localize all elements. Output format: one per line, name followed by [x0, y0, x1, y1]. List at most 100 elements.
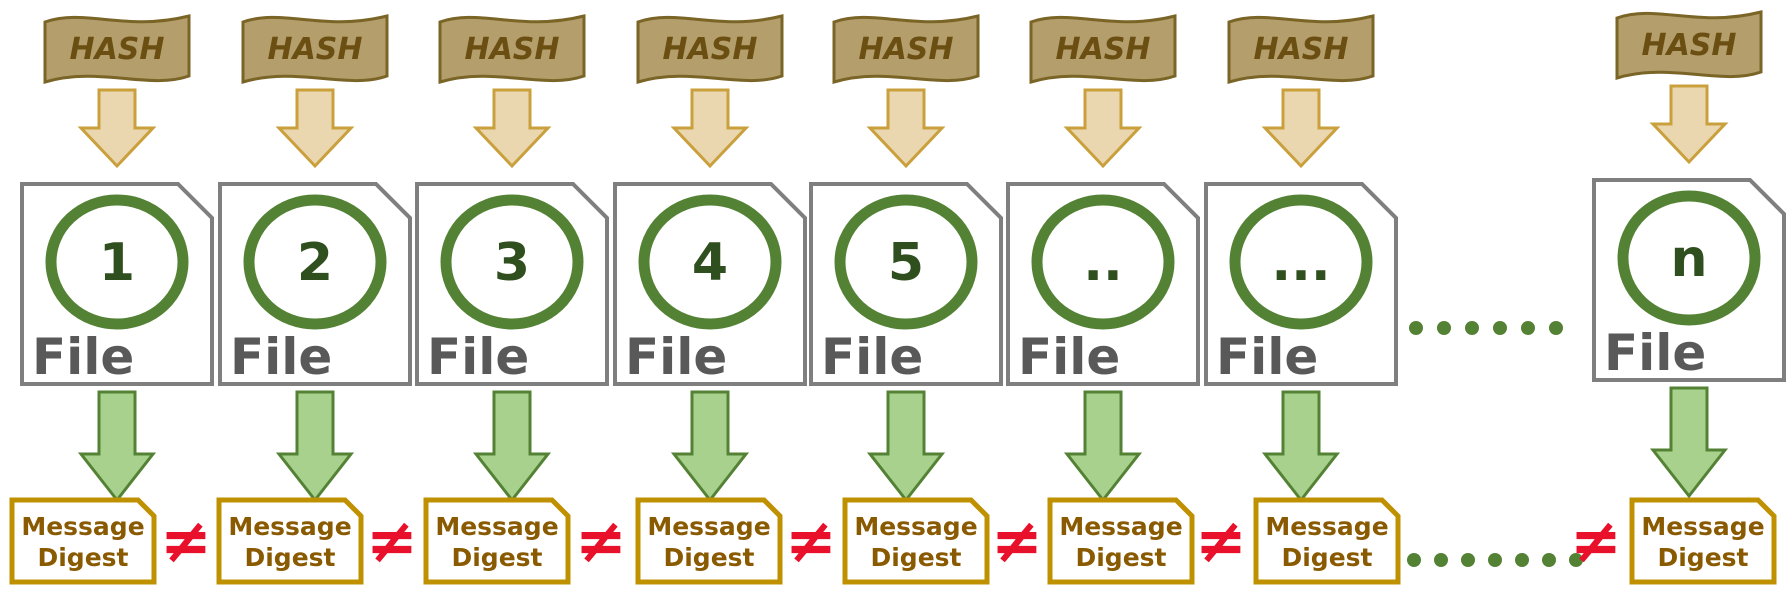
ellipsis-dot — [1493, 321, 1507, 335]
file-number: 4 — [692, 233, 728, 293]
digest-line2: Digest — [1281, 543, 1372, 572]
file-label: File — [1018, 328, 1120, 386]
number-circle — [440, 194, 584, 330]
file-icon — [613, 182, 807, 386]
digest-arrow — [275, 390, 355, 503]
message-digest-box — [9, 497, 157, 585]
hash-arrow — [275, 88, 355, 169]
number-circle — [638, 194, 782, 330]
number-circle — [1229, 194, 1373, 330]
message-digest-box — [423, 497, 571, 585]
hash-arrow — [866, 88, 946, 169]
ellipsis-dot — [1569, 553, 1583, 567]
digest-line1: Message — [21, 512, 144, 541]
hash-label: HASH — [69, 32, 164, 67]
hash-arrow — [1261, 88, 1341, 169]
ellipsis-dot — [1461, 553, 1475, 567]
file-number: .. — [1083, 233, 1123, 293]
digest-line1: Message — [854, 512, 977, 541]
message-digest-box — [216, 497, 364, 585]
number-circle — [243, 194, 387, 330]
hash-banner — [1227, 14, 1375, 85]
hash-arrow — [670, 88, 750, 169]
ellipsis-dot — [1515, 553, 1529, 567]
digest-line2: Digest — [663, 543, 754, 572]
ellipsis-dot — [1437, 321, 1451, 335]
digest-line1: Message — [1641, 512, 1764, 541]
digest-line1: Message — [1265, 512, 1388, 541]
message-digest-box — [635, 497, 783, 585]
number-circle — [834, 194, 978, 330]
not-equal-sign: ≠ — [1570, 504, 1622, 577]
number-circle — [1617, 190, 1761, 326]
file-number: 1 — [99, 233, 135, 293]
not-equal-sign: ≠ — [575, 504, 627, 577]
file-label: File — [1604, 324, 1706, 382]
ellipsis-dot — [1488, 553, 1502, 567]
file-icon — [415, 182, 609, 386]
ellipsis-dot — [1465, 321, 1479, 335]
number-circle — [1031, 194, 1175, 330]
ellipsis-dot — [1407, 553, 1421, 567]
message-digest-box — [1629, 497, 1777, 585]
file-icon — [218, 182, 412, 386]
file-label: File — [1216, 328, 1318, 386]
digest-arrow — [866, 390, 946, 503]
digest-line2: Digest — [1075, 543, 1166, 572]
digest-arrow — [472, 390, 552, 503]
file-label: File — [32, 328, 134, 386]
not-equal-sign: ≠ — [160, 504, 212, 577]
hash-label: HASH — [1641, 28, 1736, 63]
ellipsis-dot — [1549, 321, 1563, 335]
hash-banner — [636, 14, 784, 85]
hash-label: HASH — [1253, 32, 1348, 67]
hash-arrow — [1063, 88, 1143, 169]
digest-line2: Digest — [451, 543, 542, 572]
file-number: 3 — [494, 233, 530, 293]
file-number: n — [1670, 229, 1707, 289]
hash-banner — [241, 14, 389, 85]
file-label: File — [821, 328, 923, 386]
file-label: File — [427, 328, 529, 386]
digest-line1: Message — [435, 512, 558, 541]
not-equal-sign: ≠ — [366, 504, 418, 577]
digest-arrow — [1063, 390, 1143, 503]
not-equal-sign: ≠ — [785, 504, 837, 577]
message-digest-box — [1047, 497, 1195, 585]
ellipsis-dot — [1409, 321, 1423, 335]
hash-banner — [43, 14, 191, 85]
file-label: File — [625, 328, 727, 386]
hash-label: HASH — [267, 32, 362, 67]
file-icon — [1006, 182, 1200, 386]
digest-line1: Message — [1059, 512, 1182, 541]
digest-line2: Digest — [1657, 543, 1748, 572]
file-icon — [1204, 182, 1398, 386]
hash-label: HASH — [464, 32, 559, 67]
file-label: File — [230, 328, 332, 386]
digest-line2: Digest — [244, 543, 335, 572]
file-icon — [20, 182, 214, 386]
message-digest-box — [1253, 497, 1401, 585]
digest-arrow — [670, 390, 750, 503]
inequality-layer: ≠≠≠≠≠≠≠ — [160, 504, 1622, 577]
message-digest-box — [842, 497, 990, 585]
hash-arrow — [77, 88, 157, 169]
file-icon — [809, 182, 1003, 386]
digest-arrow — [1649, 386, 1729, 499]
hash-label: HASH — [1055, 32, 1150, 67]
file-number: ... — [1271, 233, 1330, 293]
digest-line1: Message — [647, 512, 770, 541]
hash-banner — [438, 14, 586, 85]
ellipsis-layer — [1407, 321, 1583, 567]
number-circle — [45, 194, 189, 330]
hash-banner — [832, 14, 980, 85]
digest-line2: Digest — [37, 543, 128, 572]
